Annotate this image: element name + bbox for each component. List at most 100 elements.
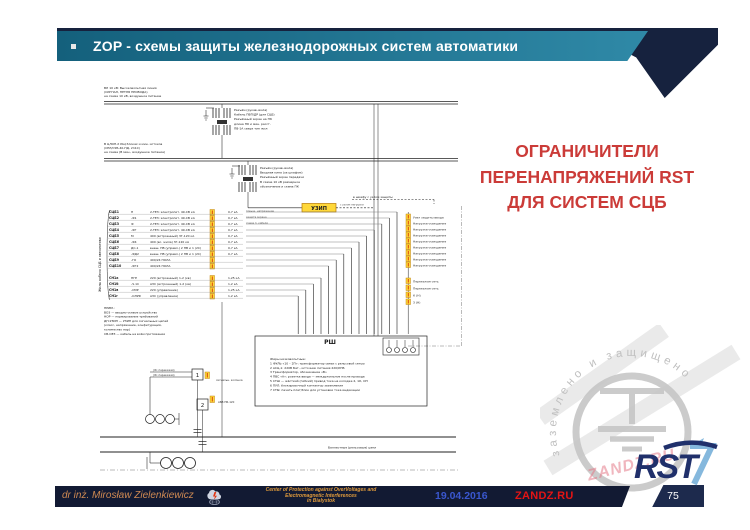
joint-circle: [160, 457, 172, 469]
notes-line: количество пар): [104, 328, 130, 332]
device-code: АБВ ПБ-120: [218, 400, 235, 404]
uzip-label: УЗИП: [311, 206, 327, 212]
footer-center-line-1: Center of Protection against OverVoltage…: [265, 487, 377, 493]
transformer-note: длина ПК и мин. расст.: [234, 122, 271, 126]
spd-label: Нагрузка-освещение: [413, 251, 446, 255]
row-value: 1,25 кА: [228, 276, 240, 280]
row-value: 0,7 кА: [228, 234, 239, 238]
row-right-note: повыш. напряжение: [246, 210, 274, 213]
row-code: -Ф4: [131, 240, 137, 244]
rst-text: RST: [634, 448, 701, 486]
row-desc: АЗС (управление): [150, 294, 178, 298]
footer-site-link[interactable]: ZANDZ.RU: [515, 489, 574, 502]
row-code: М: [131, 234, 134, 238]
transformer-note: Разъём (рукав-жила): [260, 166, 293, 170]
red-heading: ОГРАНИЧИТЕЛИ ПЕРЕНАПРЯЖЕНИЙ RST ДЛЯ СИСТ…: [462, 139, 712, 216]
row-bracket: [106, 209, 111, 301]
ground-watermark: заземлено и защищено: [540, 325, 741, 492]
terminal-circle: [386, 347, 392, 353]
transformer-note: Разъёмный экран передачи: [260, 175, 304, 179]
section-note: В ЦЛОН-X КЩ блоках и мин. истоков: [104, 142, 162, 146]
row-value: 0,7 кА: [228, 240, 239, 244]
rsh-list-line: 1 ФУЛЬ «10 – 2П»: трансформатор связи с …: [270, 361, 365, 365]
rsh-list-line: 6 ПУЛ: блокировочный контактор заземлени…: [270, 383, 343, 387]
joint-circle: [155, 414, 165, 424]
transformer-note: Вводная кипа (за шкафом): [260, 171, 303, 175]
spd-label: Нагрузка-освещение: [413, 227, 446, 231]
row-value: 0,7 кА: [228, 228, 239, 232]
row-right-note: схема п. кабеля: [246, 221, 268, 225]
row-desc: 2-ТЕЗ: электропит. 49-СВ кА: [150, 222, 196, 226]
row-code: -ФГ: [131, 228, 137, 232]
footer-center-line-3: in Bialystok: [306, 498, 336, 505]
rsh-list-line: Жиры низковольтные:: [270, 357, 306, 361]
row-desc: 220 (встроенный) 1-2 (кв): [150, 276, 191, 280]
center-logo-icon: [207, 489, 222, 505]
wire-label: (Ж: переезжая): [153, 368, 175, 372]
side-caption: Жилы кабеля СЦБ и автоматики: [98, 237, 102, 292]
transformer-note: обозначение и схема ПК: [260, 184, 300, 188]
ground-symbol-icon: [572, 372, 692, 492]
notes-line: ВОЗ — вводно-осевое устройство: [104, 310, 157, 314]
row-desc: внеш. НВ (управл.) 2 ПВ и 1 (2С): [150, 246, 201, 250]
row-value: 1,2 кА: [228, 294, 239, 298]
row-code: -ФГ2: [131, 264, 138, 268]
spd-label: Переезжая сеть: [413, 286, 439, 290]
notes-line: ДН-УЗИП — УЗИП для сигнальных цепей: [104, 319, 168, 323]
row-code: ДС-1: [131, 246, 139, 250]
notes-line: НОР — нормирование требований: [104, 315, 158, 319]
spd-label: К (Н): [413, 293, 421, 297]
spd-label: Нагрузка-освещение: [413, 257, 446, 261]
row-value: 1,25 кА: [228, 288, 240, 292]
row-code: -Ф1: [131, 216, 137, 220]
notes-line: (класс, напряжение, конфигурация,: [104, 323, 162, 327]
row-code: -ОЛУФ: [131, 294, 142, 298]
row-desc: АЗС (встроенный) 1-2 (кв): [150, 282, 191, 286]
row-label: СЦБ6: [109, 240, 120, 244]
row-label: СЦБ3: [109, 222, 119, 226]
row-label: СЦБ4: [109, 228, 120, 232]
spd-label: Нагрузка-освещение: [413, 233, 446, 237]
rsh-list-line: 4 ПВС «А»: розетка ввода — междужильное …: [270, 375, 365, 379]
rsh-list-line: 5 СТШ — жёсткий (гибкий) привод тока на …: [270, 379, 368, 383]
section-note: (СЕЛ/СУБ-40-ПД, 2п10): [104, 146, 140, 150]
row-label: СН1в: [109, 288, 118, 292]
row-label: СЦБ10: [109, 264, 122, 268]
schematic-svg: ВЛ 10 кВ: Высоковольтная линия(СИГНАЛ, П…: [98, 86, 462, 471]
row-code: ПГЕ: [131, 276, 137, 280]
wire-label: (Ж: переезжая): [153, 373, 175, 377]
footer-bar: dr inż. Mirosław Zielenkiewicz Center of…: [55, 486, 630, 507]
notes-line: ПРИМ.:: [104, 306, 115, 310]
row-code: -Ч.1С: [131, 282, 139, 286]
rsh-box: [254, 335, 428, 407]
row-desc: 2-ТЕЗ: электропит. 49-СВ кА: [150, 228, 196, 232]
row-code: Н: [131, 210, 133, 214]
row-code: -СМР: [131, 288, 139, 292]
joint-circle: [184, 457, 196, 469]
banner-top-strip: [57, 28, 718, 31]
rst-logo: RST: [634, 438, 718, 486]
heading-line-3: ДЛЯ СИСТЕМ СЦБ: [507, 192, 667, 212]
row-desc: внеш. НВ (управл.) 2 ПВ и 1 (2С): [150, 252, 201, 256]
footer-center-line-2: Electromagnetic Interferences: [285, 492, 357, 499]
row-value: 0,7 кА: [228, 216, 239, 220]
row-label: СН1б: [109, 282, 119, 286]
row-label: СЦБ7: [109, 246, 119, 250]
row-label: СЦБ9: [109, 258, 120, 262]
uzip-note: с узлом нагрузки: [340, 204, 364, 207]
row-code: Ф: [131, 222, 134, 226]
section-note: на схеме (В мин., воздушное питание): [104, 150, 165, 154]
top-note: ВЛ 10 кВ: Высоковольтная линия: [104, 86, 157, 90]
row-value: 0,7 кА: [228, 222, 239, 226]
row-label: СЦБ1: [109, 210, 119, 214]
spd-label: Нагрузка-освещение: [413, 263, 446, 267]
transformer-note: Разъём (рукав-жила): [234, 108, 267, 112]
transformer-note: В схеме 10 кВ размерное: [260, 180, 300, 184]
top-note: на схеме 10 кВ, воздушное питание: [104, 94, 161, 98]
heading-line-2: ПЕРЕНАПРЯЖЕНИЙ RST: [479, 166, 695, 187]
row-label: СН1а: [109, 276, 118, 280]
title-banner: ZOP - схемы защиты железнодорожных систе…: [57, 31, 648, 61]
heading-line-1: ОГРАНИЧИТЕЛИ: [515, 141, 659, 161]
rsh-list-line: 2 АСЦ-1: 220В Бат., источник питания 220…: [270, 366, 345, 370]
